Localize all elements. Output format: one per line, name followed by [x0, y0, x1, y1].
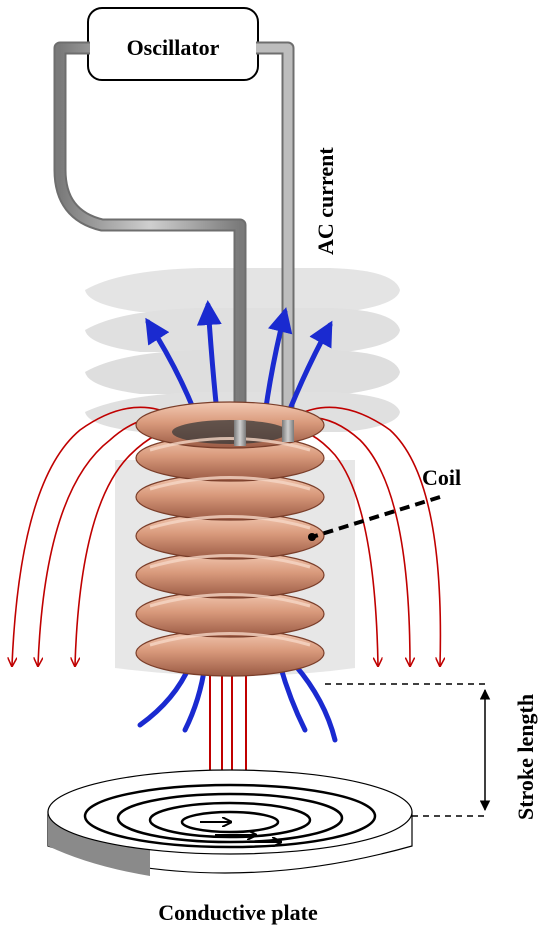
- conductive-plate: [47, 769, 413, 876]
- conductive-plate-label: Conductive plate: [158, 900, 318, 925]
- coil-pointer-dot: [308, 533, 316, 541]
- coil-pointer: [311, 495, 441, 539]
- coil-label: Coil: [422, 465, 461, 490]
- stroke-length-indicator: [325, 683, 491, 817]
- ac-current-label: AC current: [313, 147, 338, 255]
- stroke-length-label: Stroke length: [513, 694, 538, 820]
- lead-wires: [53, 41, 295, 450]
- oscillator-label: Oscillator: [127, 35, 220, 60]
- oscillator-box: Oscillator: [87, 7, 259, 81]
- coil: [135, 401, 325, 677]
- wire-ends: [234, 420, 294, 446]
